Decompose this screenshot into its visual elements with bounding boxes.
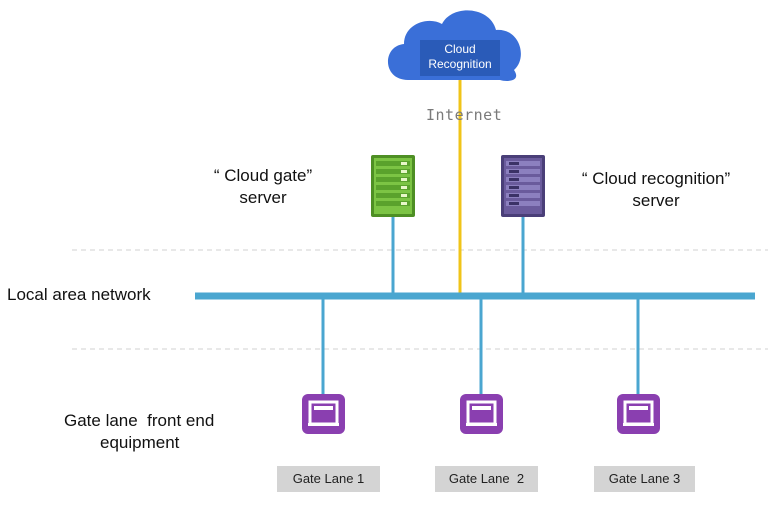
front-end-equipment-label: Gate lane front end equipment bbox=[64, 410, 254, 454]
gate-lane-3-label: Gate Lane 3 bbox=[594, 466, 695, 492]
cloud-recognition-server-line1: “ Cloud recognition” bbox=[581, 169, 731, 188]
cloud-gate-server-label: “ Cloud gate” server bbox=[196, 165, 330, 209]
gate-lane-2-label: Gate Lane 2 bbox=[435, 466, 538, 492]
cloud-recognition-server-line2: server bbox=[632, 191, 680, 210]
cloud-gate-server-line2: server bbox=[239, 188, 287, 207]
front-end-line1: Gate lane front end bbox=[64, 411, 215, 430]
cloud-label-line1: Cloud bbox=[444, 42, 476, 56]
server-rack-icon bbox=[371, 155, 415, 217]
gate-turnstile-icon bbox=[460, 394, 503, 434]
cloud-gate-server-line1: “ Cloud gate” bbox=[213, 166, 313, 185]
server-rack-icon bbox=[501, 155, 545, 217]
cloud-recognition-label: Cloud Recognition bbox=[418, 42, 502, 72]
front-end-line2: equipment bbox=[100, 433, 180, 452]
gate-lane-1-label: Gate Lane 1 bbox=[277, 466, 380, 492]
internet-label: Internet bbox=[426, 106, 503, 124]
cloud-icon bbox=[387, 10, 521, 81]
cloud-recognition-server-label: “ Cloud recognition” server bbox=[566, 168, 746, 212]
lan-label: Local area network bbox=[7, 285, 151, 304]
gate-turnstile-icon bbox=[617, 394, 660, 434]
gate-turnstile-icon bbox=[302, 394, 345, 434]
cloud-label-line2: Recognition bbox=[428, 57, 492, 71]
